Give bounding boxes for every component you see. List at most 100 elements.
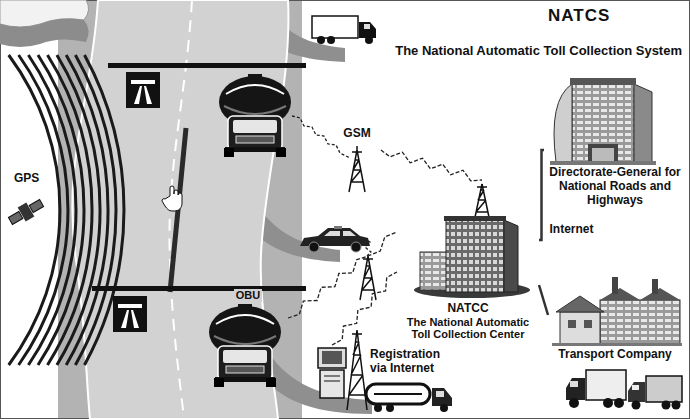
motorway-sign — [113, 296, 147, 332]
tanker-trailer-truck — [366, 384, 452, 412]
device-label: OBU — [234, 289, 262, 302]
directorate-building — [550, 78, 656, 165]
gps-signal-arcs — [19, 55, 68, 365]
directorate-box: Directorate-General for National Roads a… — [544, 70, 686, 209]
gps-signal-arcs — [66, 55, 108, 365]
computer-terminal — [318, 348, 346, 398]
terminal-label: Registration via Internet — [370, 348, 452, 376]
toll-gantry — [92, 63, 306, 291]
transport-company-buildings — [584, 320, 592, 328]
directorate-building — [634, 84, 652, 162]
directorate-building — [588, 144, 618, 162]
tower-label: GSM — [343, 127, 370, 141]
truck — [570, 381, 578, 387]
gps-satellite — [29, 200, 43, 213]
network-link — [539, 285, 548, 315]
flag — [0, 0, 89, 47]
computer-terminal — [324, 376, 340, 381]
truck — [628, 376, 682, 410]
directorate-building — [592, 148, 614, 162]
truck — [566, 370, 626, 408]
gsm-tower — [349, 146, 365, 192]
natcc-building — [420, 252, 448, 290]
natcc-box: NATCCThe National Automatic Toll Collect… — [397, 180, 539, 343]
transport-company-buildings — [600, 300, 680, 344]
gps-signal-arcs — [38, 55, 84, 365]
registration-box: Registration via Internet — [314, 345, 454, 379]
toll-gantry — [108, 63, 306, 68]
radio-link — [292, 116, 371, 256]
natcc-building — [444, 216, 506, 221]
box-truck — [312, 16, 376, 44]
gps-signal-arcs — [57, 55, 100, 365]
box-truck — [317, 36, 325, 44]
directorate-building — [554, 84, 572, 162]
gps-signal-arcs — [9, 55, 124, 365]
motorway-sign — [113, 296, 147, 332]
gps-satellite — [6, 196, 45, 228]
gps-satellite — [8, 212, 22, 225]
natcc-building — [504, 220, 518, 292]
radio-link — [288, 232, 397, 318]
building-label: The National Automatic Toll Collection C… — [399, 316, 537, 341]
transport-company-buildings — [556, 296, 604, 312]
truck — [646, 376, 682, 402]
tanker-trailer-truck — [432, 388, 452, 406]
box-truck — [312, 16, 358, 38]
hand-cursor — [162, 186, 182, 211]
transport-company-buildings — [552, 343, 682, 346]
motorway-sign — [134, 86, 152, 104]
directorate-building — [570, 78, 636, 85]
transport-company-buildings — [560, 312, 600, 344]
car — [309, 242, 319, 252]
box-truck — [359, 22, 376, 38]
motorway-sign — [121, 310, 139, 328]
building-label: Transport Company — [558, 348, 671, 362]
gsm-tower-box: GSM — [333, 127, 381, 203]
tanker-truck — [209, 304, 281, 387]
car — [324, 231, 356, 236]
gps-label: GPS — [14, 172, 39, 186]
truck — [603, 398, 613, 408]
transport-company-box: Transport Company — [548, 272, 682, 364]
motorway-sign — [126, 72, 160, 108]
car — [300, 226, 370, 252]
transport-company-buildings — [568, 320, 576, 328]
box-truck — [365, 36, 373, 44]
road-panel — [58, 0, 372, 419]
radio-link — [364, 238, 371, 256]
directorate-building — [572, 84, 634, 162]
computer-terminal — [320, 370, 344, 398]
box-truck — [327, 36, 335, 44]
gsm-tower — [347, 330, 367, 410]
tanker-trailer-truck — [374, 393, 422, 395]
edge-label: Internet — [548, 223, 596, 237]
radio-link — [381, 150, 482, 181]
road-panel — [72, 0, 288, 419]
natcc-building — [414, 216, 530, 298]
natcc-building — [446, 220, 504, 292]
truck — [632, 401, 641, 410]
truck — [566, 378, 585, 400]
motorway-sign — [118, 304, 142, 308]
flag — [0, 19, 89, 47]
computer-terminal — [322, 351, 342, 364]
transport-company-buildings — [612, 277, 618, 294]
building-label: NATCC — [447, 302, 488, 316]
radio-link — [332, 272, 397, 345]
system-title: The National Automatic Toll Collection S… — [395, 44, 682, 59]
truck — [628, 382, 645, 402]
car — [351, 242, 361, 252]
transport-company-buildings — [552, 277, 682, 346]
truck — [662, 401, 671, 410]
computer-terminal — [318, 348, 346, 368]
tanker-trailer-truck — [436, 391, 444, 397]
box-truck — [364, 24, 370, 29]
truck — [632, 385, 639, 390]
building-label: Directorate-General for National Roads a… — [546, 166, 684, 207]
directorate-building — [550, 161, 656, 165]
gps-signal-arcs — [48, 55, 93, 365]
logo-text: NATCS — [548, 6, 610, 26]
